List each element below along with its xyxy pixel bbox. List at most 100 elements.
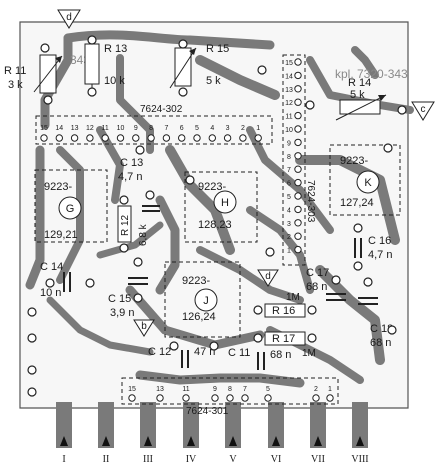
r12-ref: R 12 <box>120 214 131 236</box>
connector-right-pin-label-11: 11 <box>285 114 292 121</box>
connector-top-pin-label-2: 2 <box>241 125 245 132</box>
connector-right-name: 7624-303 <box>305 180 316 223</box>
connector-top-pin-label-5: 5 <box>195 125 199 132</box>
connector-right-pad-9 <box>294 138 302 147</box>
r15-value: 5 k <box>206 75 221 87</box>
module-j: 9223- J 126,24 <box>164 261 241 338</box>
connector-bottom-pad-13 <box>156 394 164 402</box>
module-h-marker <box>213 190 237 214</box>
connector-bottom-pin-label-15: 15 <box>128 386 136 393</box>
c11-value: 68 n <box>270 349 291 361</box>
module-k: 9223- K 127,24 <box>329 144 401 216</box>
connector-right-pin-label-1: 1 <box>287 248 291 255</box>
connector-right-pad-1 <box>294 245 302 254</box>
c15-ref: C 15 <box>108 293 131 305</box>
r17-resistor <box>264 331 306 346</box>
svg-text:c: c <box>421 104 426 115</box>
module-j-marker <box>194 288 218 312</box>
connector-right-pad-13 <box>294 85 302 93</box>
connector-top-pad-15 <box>40 134 48 142</box>
connector-top-pad-4 <box>208 134 217 142</box>
c18-capacitor <box>358 297 378 305</box>
connector-bottom-pad-1 <box>326 394 334 402</box>
module-j-line1: 9223- <box>182 275 210 287</box>
connector-top-pad-2 <box>239 134 247 142</box>
connector-top-pad-13 <box>70 134 79 142</box>
svg-text:b: b <box>141 321 147 332</box>
module-j-letter: J <box>203 295 209 307</box>
r15-ref: R 15 <box>206 43 229 55</box>
connector-top-pin-label-15: 15 <box>40 125 48 132</box>
connector-right-pad-8 <box>294 152 302 160</box>
r17-ref: R 17 <box>272 333 295 345</box>
output-label-1: I <box>62 454 65 465</box>
connector-top-pad-10 <box>116 134 125 142</box>
connector-bottom-pad-2 <box>312 394 320 402</box>
r12-value: 6,8 k <box>138 223 149 246</box>
c12-value: 47 n <box>194 346 215 358</box>
r13-value: 10 k <box>104 75 125 87</box>
module-k-line1: 9223- <box>340 155 368 167</box>
connector-top-pad-6 <box>178 134 186 142</box>
solder-pads <box>27 35 407 397</box>
connector-right-pad-12 <box>294 98 302 106</box>
connector-bottom-pin-label-2: 2 <box>314 386 318 393</box>
module-h: 9223- H 128,23 <box>184 171 258 243</box>
connector-bottom-pin-label-9: 9 <box>213 386 217 393</box>
module-h-letter: H <box>221 197 229 209</box>
c18-value: 68 n <box>370 337 391 349</box>
module-g-marker <box>58 196 82 220</box>
module-k-line2: 127,24 <box>340 197 374 209</box>
connector-right-pin-label-12: 12 <box>285 100 293 107</box>
c16-capacitor <box>354 238 362 258</box>
c15-capacitor <box>128 277 148 285</box>
connector-bottom-pin-label-11: 11 <box>182 386 189 393</box>
c17-ref: C 17 <box>306 267 329 279</box>
connector-top-pad-5 <box>193 134 201 142</box>
r14-trimmer <box>335 94 387 121</box>
r16-ref: R 16 <box>272 305 295 317</box>
output-label-4: IV <box>186 454 197 465</box>
connector-top-pin-label-12: 12 <box>86 125 94 132</box>
connector-bottom-name: 7624-301 <box>186 406 229 417</box>
connector-right-pin-label-6: 6 <box>287 181 291 188</box>
connector-right-pad-2 <box>294 232 302 240</box>
connector-bottom-pin-label-8: 8 <box>228 386 232 393</box>
output-label-8: VIII <box>351 454 368 465</box>
connector-right-pin-label-9: 9 <box>287 140 291 147</box>
connector-right-pad-14 <box>294 71 302 80</box>
connector-right-pin-label-3: 3 <box>287 221 291 228</box>
connector-top-pad-9 <box>132 134 140 142</box>
module-g-line1: 9223- <box>44 181 72 193</box>
connector-right-pin-label-15: 15 <box>285 60 293 67</box>
module-k-marker <box>356 170 380 194</box>
r14-value: 5 k <box>350 89 365 101</box>
edge-connector-fingers <box>56 402 368 448</box>
connector-bottom-pad-11 <box>182 394 190 402</box>
r11-value: 3 k <box>8 79 23 91</box>
module-g-letter: G <box>66 203 75 215</box>
test-point-c: c <box>411 101 435 121</box>
c16-value: 4,7 n <box>368 249 392 261</box>
connector-top-pin-label-9: 9 <box>134 125 138 132</box>
c14-value: 10 n <box>40 287 61 299</box>
connector-bottom-pad-15 <box>128 394 136 402</box>
connector-top-pin-label-6: 6 <box>180 125 184 132</box>
module-g: 9223- G 129,21 <box>34 169 108 243</box>
connector-top-pin-label-13: 13 <box>71 125 79 132</box>
ghost-code: kpl. 7320-343 <box>335 67 408 81</box>
test-point-d-mid: d <box>257 269 279 287</box>
connector-right-pin-label-13: 13 <box>285 87 293 94</box>
c17-capacitor <box>326 293 346 301</box>
connector-top-pin-label-14: 14 <box>55 125 63 132</box>
c11-capacitor <box>257 352 265 370</box>
connector-right-pin-label-2: 2 <box>287 234 291 241</box>
c14-ref: C 14 <box>40 261 63 273</box>
connector-bottom-pad-9 <box>211 394 219 402</box>
connector-bottom-outline <box>121 377 339 405</box>
connector-top-pin-label-10: 10 <box>117 125 125 132</box>
r14-ref: R 14 <box>348 77 371 89</box>
